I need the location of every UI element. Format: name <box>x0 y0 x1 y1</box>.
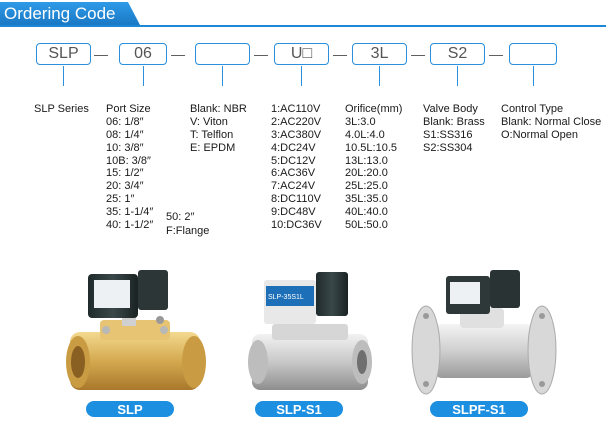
port-size-option: 25: 1″ <box>106 193 135 206</box>
slp-valve-image <box>66 270 206 390</box>
code-dash: — <box>333 46 347 62</box>
connector-line <box>379 66 380 86</box>
port-size-option-50: 50: 2″ <box>166 211 195 223</box>
orifice-option: 50L:50.0 <box>345 219 388 232</box>
code-dash: — <box>171 46 185 62</box>
code-box-seal <box>195 43 250 65</box>
control-option: Blank: Normal Close <box>501 115 602 128</box>
body-column: Valve Body Blank: Brass S1:SS316 S2:SS30… <box>423 103 485 155</box>
body-heading: Valve Body <box>423 103 478 115</box>
connector-line <box>143 66 144 86</box>
control-option: O:Normal Open <box>501 128 579 141</box>
code-box-voltage: U□ <box>274 43 329 65</box>
voltage-option: 4:DC24V <box>271 141 316 154</box>
product-label-slp-s1: SLP-S1 <box>255 401 343 417</box>
page-title: Ordering Code <box>4 4 116 23</box>
orifice-option: 13L:13.0 <box>345 154 388 167</box>
orifice-heading: Orifice(mm) <box>345 103 403 115</box>
voltage-column: 1:AC110V 2:AC220V 3:AC380V 4:DC24V 5:DC1… <box>271 103 322 232</box>
port-size-option: 06: 1/8″ <box>106 115 144 128</box>
orifice-option: 25L:25.0 <box>345 180 388 193</box>
code-box-orifice: 3L <box>352 43 407 65</box>
orifice-option: 3L:3.0 <box>345 115 376 128</box>
connector-line <box>457 66 458 86</box>
body-option: S1:SS316 <box>423 128 473 141</box>
voltage-option: 6:AC36V <box>271 167 316 180</box>
port-size-column: Port Size 06: 1/8″ 08: 1/4″ 10: 3/8″ 10B… <box>106 103 153 232</box>
connector-line <box>533 66 534 86</box>
orifice-option: 4.0L:4.0 <box>345 128 385 141</box>
voltage-option: 1:AC110V <box>271 103 321 115</box>
product-label-slp: SLP <box>86 401 174 417</box>
series-column: SLP Series <box>34 103 89 116</box>
voltage-option: 2:AC220V <box>271 115 322 128</box>
seal-option: T: Telflon <box>190 128 234 141</box>
control-column: Control Type Blank: Normal Close O:Norma… <box>501 103 601 142</box>
series-label: SLP Series <box>34 103 89 115</box>
seal-option: E: EPDM <box>190 141 236 154</box>
header-tab: Ordering Code <box>0 2 140 25</box>
port-size-option: 08: 1/4″ <box>106 128 144 141</box>
header-bar: Ordering Code <box>0 2 606 27</box>
connector-line <box>301 66 302 86</box>
voltage-option: 5:DC12V <box>271 154 316 167</box>
code-box-port-size: 06 <box>119 43 167 65</box>
port-size-option: 15: 1/2″ <box>106 167 144 180</box>
port-size-option: 40: 1-1/2″ <box>106 219 154 232</box>
port-size-option-flange: F:Flange <box>166 225 210 237</box>
orifice-option: 10.5L:10.5 <box>345 141 397 154</box>
slpf-s1-valve-image <box>411 270 557 395</box>
orifice-option: 35L:35.0 <box>345 193 388 206</box>
code-dash: — <box>254 46 268 62</box>
port-size-option: 20: 3/4″ <box>106 180 144 193</box>
port-size-heading: Port Size <box>106 103 151 115</box>
connector-line <box>222 66 223 86</box>
code-box-body: S2 <box>430 43 485 65</box>
voltage-option: 9:DC48V <box>271 206 316 219</box>
body-option: Blank: Brass <box>423 115 485 128</box>
body-option: S2:SS304 <box>423 141 473 154</box>
valve-plate-label: SLP-35S1L <box>268 294 304 301</box>
control-heading: Control Type <box>501 103 564 115</box>
voltage-option: 3:AC380V <box>271 128 322 141</box>
port-size-option: 10B: 3/8″ <box>106 154 151 167</box>
product-label-slpf-s1: SLPF-S1 <box>430 401 528 417</box>
voltage-option: 7:AC24V <box>271 180 316 193</box>
port-size-option: 10: 3/8″ <box>106 141 144 154</box>
connector-line <box>63 66 64 86</box>
port-size-option: 35: 1-1/4″ <box>106 206 154 219</box>
orifice-option: 40L:40.0 <box>345 206 388 219</box>
slp-s1-valve-image: SLP-35S1L <box>248 272 372 390</box>
code-box-series: SLP <box>36 43 91 65</box>
code-dash: — <box>94 46 108 62</box>
voltage-option: 10:DC36V <box>271 219 322 232</box>
orifice-option: 20L:20.0 <box>345 167 388 180</box>
code-dash: — <box>411 46 425 62</box>
code-box-control <box>509 43 557 65</box>
orifice-column: Orifice(mm) 3L:3.0 4.0L:4.0 10.5L:10.5 1… <box>345 103 402 232</box>
seal-option: Blank: NBR <box>190 103 247 115</box>
code-dash: — <box>489 46 503 62</box>
voltage-option: 8:DC110V <box>271 193 321 206</box>
seal-column: Blank: NBR V: Viton T: Telflon E: EPDM <box>190 103 247 155</box>
seal-option: V: Viton <box>190 115 228 128</box>
